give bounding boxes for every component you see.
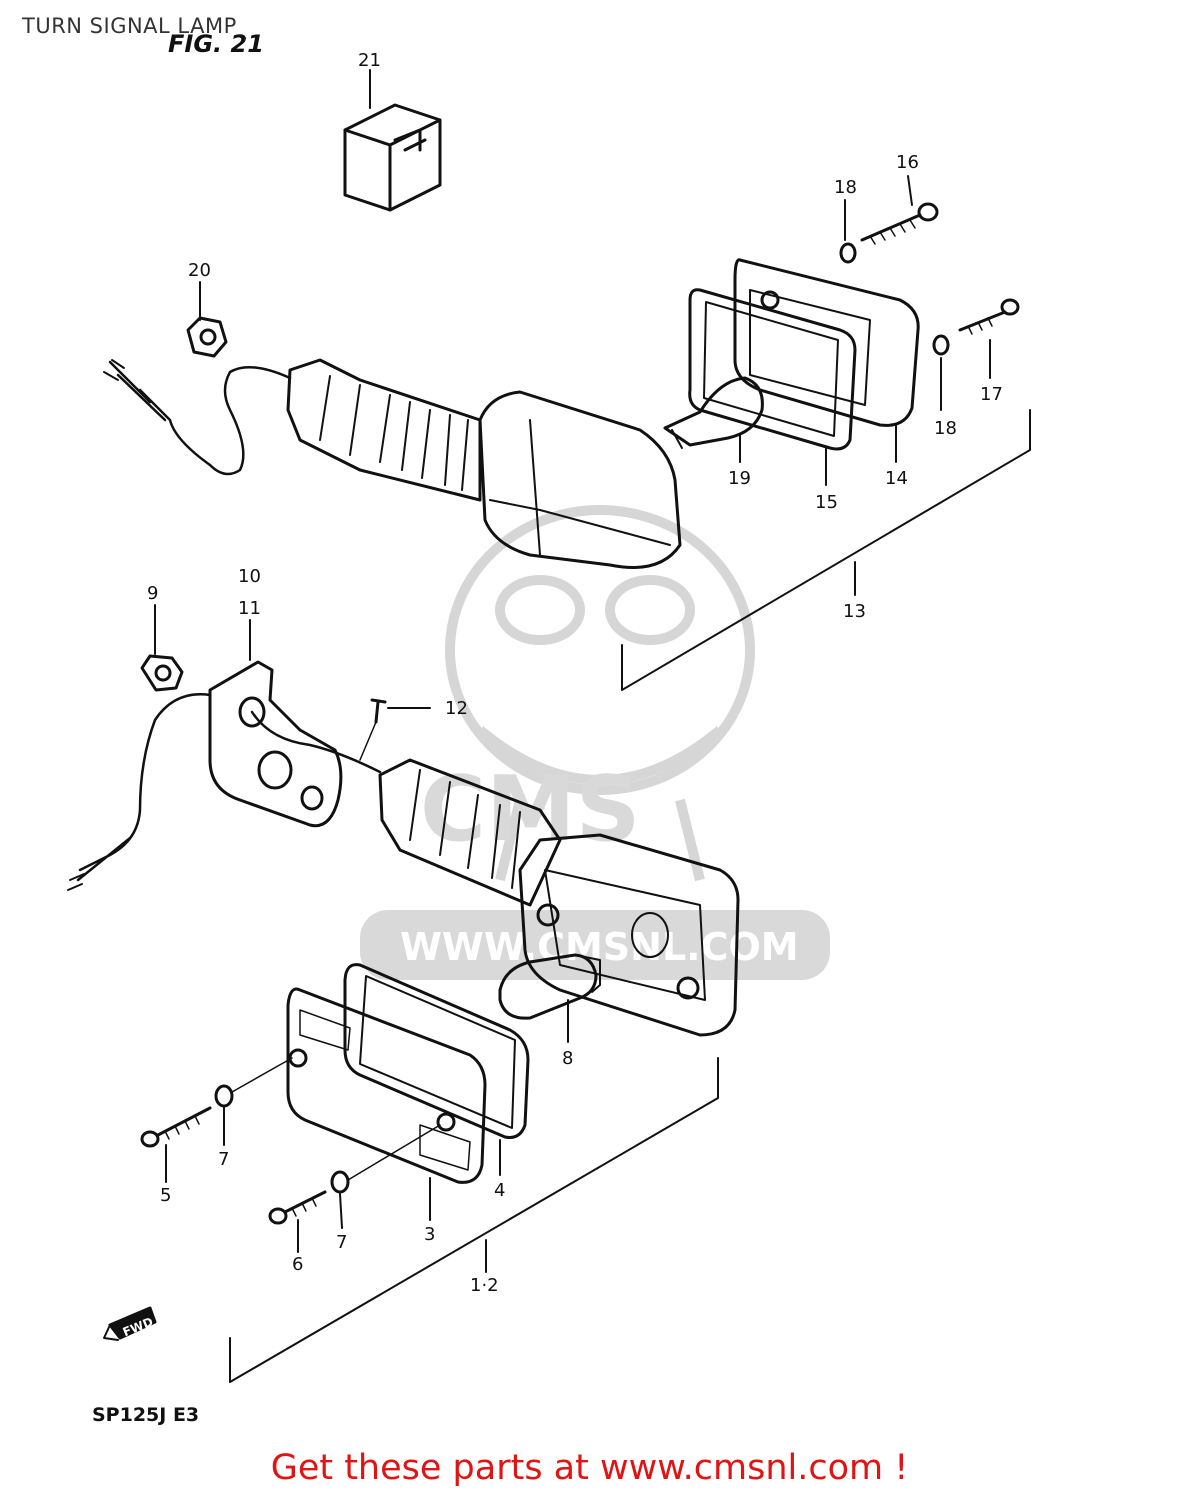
callout-6: 6: [292, 1254, 303, 1275]
nut-20: [186, 316, 228, 358]
upper-gasket: [688, 288, 857, 451]
mounting-bracket: [208, 660, 343, 828]
callout-9: 9: [147, 583, 158, 604]
callout-14: 14: [885, 468, 908, 489]
upper-bulb: [663, 376, 764, 449]
callout-4: 4: [494, 1180, 505, 1201]
callout-7-lower: 7: [336, 1232, 347, 1253]
nut-9: [140, 654, 184, 692]
screw-5: [140, 1106, 212, 1148]
callout-17: 17: [980, 384, 1003, 405]
callout-1-2: 1·2: [470, 1275, 499, 1296]
lower-lamp-housing: [518, 833, 740, 1037]
watermark-logo: CMS WWW.CMSNL.COM: [360, 505, 830, 980]
washer-18-upper: [839, 242, 857, 264]
screw-6: [268, 1190, 327, 1225]
callout-8: 8: [562, 1048, 573, 1069]
callout-7-upper: 7: [218, 1149, 229, 1170]
forward-arrow-icon: [103, 1306, 157, 1341]
washer-18-lower: [932, 334, 950, 356]
washer-7-lower: [330, 1170, 350, 1194]
lower-bulb: [498, 953, 601, 1020]
callout-16: 16: [896, 152, 919, 173]
flasher-relay: [343, 103, 442, 212]
upper-lamp-housing: [478, 390, 682, 569]
callout-20: 20: [188, 260, 211, 281]
callout-13: 13: [843, 601, 866, 622]
callout-5: 5: [160, 1185, 171, 1206]
screw-17: [958, 298, 1020, 335]
callout-12: 12: [445, 698, 468, 719]
figure-number: FIG. 21: [168, 30, 264, 58]
diagram-title: TURN SIGNAL LAMP: [22, 14, 237, 38]
callout-15: 15: [815, 492, 838, 513]
promo-link[interactable]: Get these parts at www.cmsnl.com !: [270, 1448, 909, 1488]
model-code: SP125J E3: [92, 1404, 200, 1426]
screw-12: [370, 698, 387, 724]
lower-lamp-stem: [378, 758, 562, 907]
callout-11: 11: [238, 598, 261, 619]
watermark-logo-text: CMS: [420, 757, 640, 862]
callout-10: 10: [238, 566, 261, 587]
callout-18-bottom: 18: [934, 418, 957, 439]
lower-gasket: [343, 963, 530, 1139]
callout-19: 19: [728, 468, 751, 489]
screw-16: [860, 202, 939, 245]
lower-lens: [286, 987, 487, 1184]
callout-18-top: 18: [834, 177, 857, 198]
upper-lamp-stem: [286, 358, 482, 502]
callout-3: 3: [424, 1224, 435, 1245]
washer-7-upper: [214, 1084, 234, 1108]
upper-lens: [733, 258, 920, 427]
callout-21: 21: [358, 50, 381, 71]
